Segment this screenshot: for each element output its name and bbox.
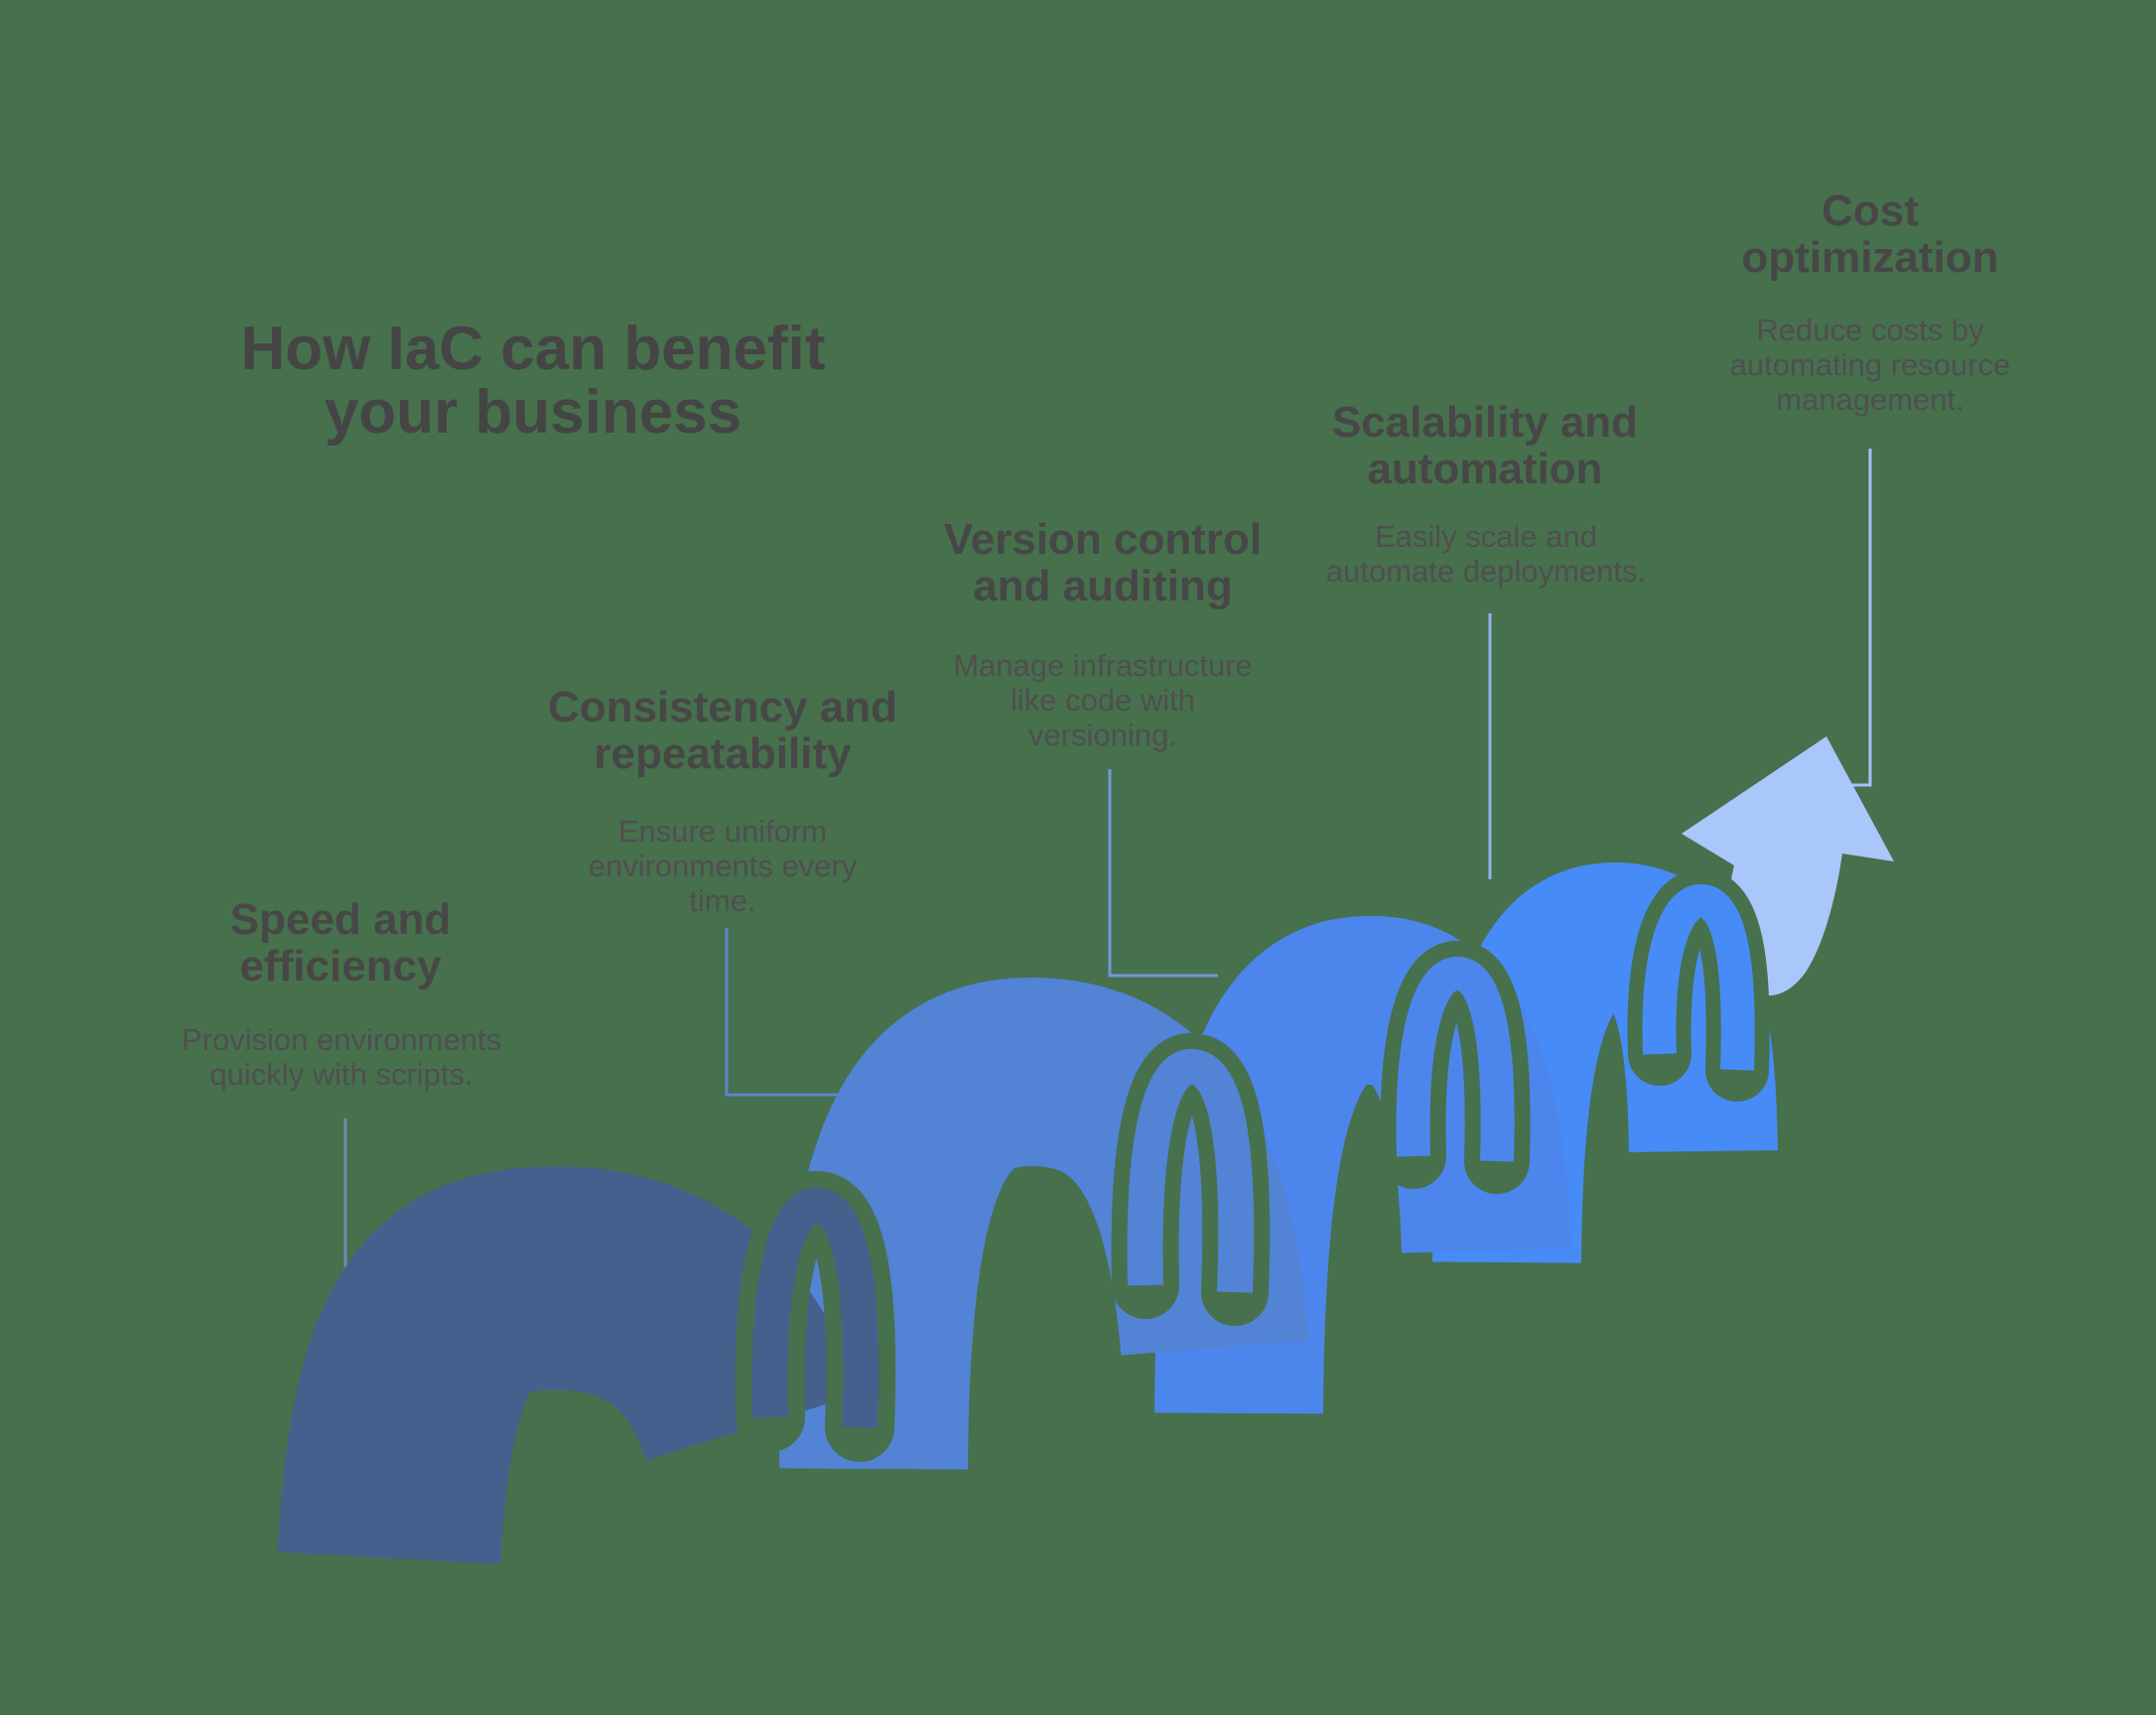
benefit-5-heading-line-2: optimization <box>1741 233 1999 282</box>
benefit-4-desc-line-1: Easily scale and <box>1374 519 1597 554</box>
benefit-3-heading: Version control and auditing <box>944 516 1262 609</box>
benefit-2-description: Ensure uniform environments every time. <box>589 814 858 918</box>
benefit-5-heading-line-1: Cost <box>1821 187 1919 235</box>
ribbon-fold-4 <box>1642 883 1755 1071</box>
benefit-2-desc-line-3: time. <box>689 883 756 918</box>
page-title-line-2: your business <box>324 378 742 447</box>
benefit-4-description: Easily scale and automate deployments. <box>1326 519 1646 589</box>
benefit-2-desc-line-2: environments every <box>588 849 858 883</box>
benefit-4-heading-line-1: Scalability and <box>1331 398 1639 447</box>
ribbon-wave-1 <box>277 1166 860 1565</box>
benefit-5-desc-line-3: management. <box>1776 382 1964 417</box>
benefit-3-heading-line-1: Version control <box>943 515 1263 564</box>
ribbon-fold-1 <box>751 1188 879 1428</box>
connector-line-3 <box>1108 769 1218 978</box>
benefit-3-heading-line-2: and auditing <box>973 562 1233 610</box>
benefit-4-heading: Scalability and automation <box>1332 399 1638 492</box>
ribbon-fold-3 <box>1396 956 1515 1162</box>
benefit-2-heading: Consistency and repeatability <box>548 684 897 777</box>
page-title: How IaC can benefit your business <box>240 318 825 445</box>
benefit-3-desc-line-2: like code with <box>1010 683 1196 718</box>
page-title-line-1: How IaC can benefit <box>240 315 826 383</box>
benefit-2-heading-line-2: repeatability <box>594 729 852 778</box>
ribbon-fold-2 <box>1127 1049 1255 1293</box>
benefit-2-desc-line-1: Ensure uniform <box>617 814 828 849</box>
ribbon-wave-2 <box>779 978 1309 1470</box>
benefit-1-heading: Speed and efficiency <box>230 896 452 989</box>
benefit-3-desc-line-3: versioning. <box>1028 718 1177 752</box>
benefit-5-description: Reduce costs by automating resource mana… <box>1730 313 2011 417</box>
benefit-1-description: Provision environments quickly with scri… <box>182 1022 501 1092</box>
connector-line-2 <box>725 928 846 1097</box>
benefit-5-heading: Cost optimization <box>1741 188 1998 281</box>
connector-line-5 <box>1848 449 1872 787</box>
benefit-5-desc-line-1: Reduce costs by <box>1756 313 1984 347</box>
benefit-3-description: Manage infrastructure like code with ver… <box>953 648 1253 752</box>
benefit-5-desc-line-2: automating resource <box>1729 347 2011 382</box>
benefit-1-desc-line-2: quickly with scripts. <box>209 1057 473 1092</box>
benefit-1-heading-line-1: Speed and <box>229 895 452 944</box>
benefit-4-heading-line-2: automation <box>1367 445 1603 493</box>
benefit-2-heading-line-1: Consistency and <box>547 683 898 731</box>
benefit-1-heading-line-2: efficiency <box>239 942 442 990</box>
benefit-4-desc-line-2: automate deployments. <box>1325 554 1647 589</box>
benefit-3-desc-line-1: Manage infrastructure <box>953 648 1253 683</box>
benefit-1-desc-line-1: Provision environments <box>181 1022 502 1057</box>
